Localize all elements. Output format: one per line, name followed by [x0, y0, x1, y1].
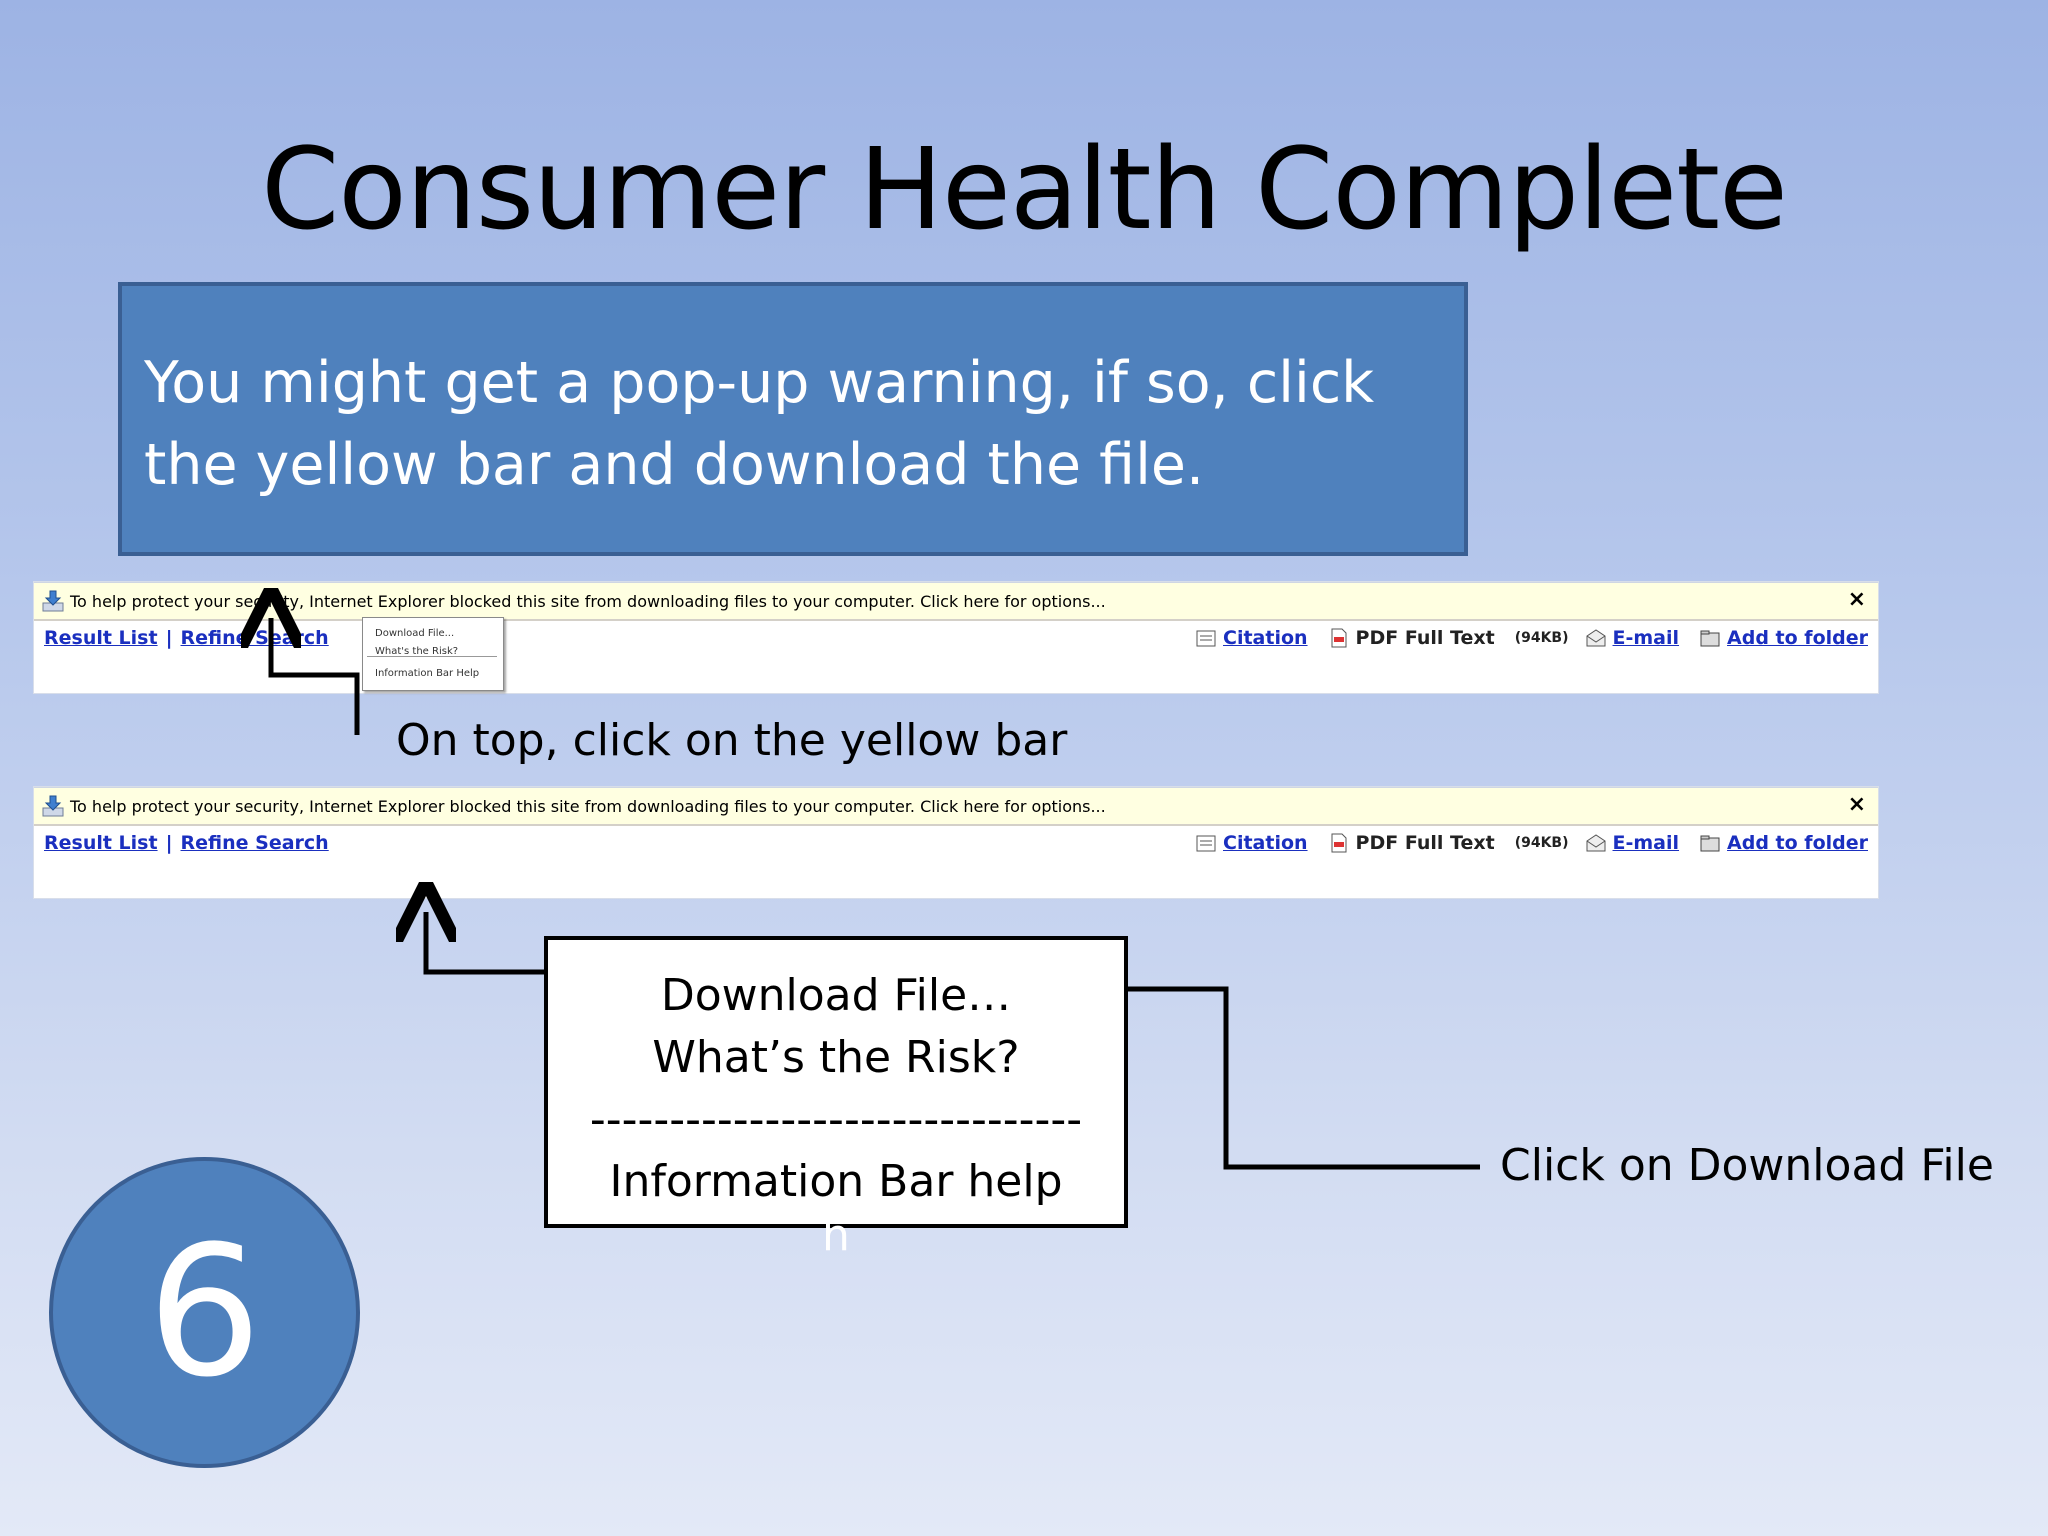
slide-number: 6: [147, 1208, 262, 1417]
instruction-box: You might get a pop-up warning, if so, c…: [118, 282, 1468, 556]
citation-icon: [1195, 627, 1217, 649]
menu-item-whats-the-risk[interactable]: What's the Risk?: [375, 646, 459, 657]
pdf-full-text-label[interactable]: PDF Full Text: [1355, 832, 1495, 854]
folder-icon: [1699, 832, 1721, 854]
slide-title: Consumer Health Complete: [261, 125, 1788, 255]
callout-download-instruction: Click on Download File: [1500, 1140, 1994, 1191]
menu-item-download-file[interactable]: Download File...: [375, 628, 455, 639]
arrow-to-yellow-bar: [271, 618, 360, 735]
callout-top-instruction: On top, click on the yellow bar: [396, 715, 1068, 766]
result-list-link[interactable]: Result List: [44, 832, 158, 854]
download-shield-icon: [40, 793, 66, 819]
citation-icon: [1195, 832, 1217, 854]
refine-search-link[interactable]: Refine Search: [180, 832, 329, 854]
pdf-icon: [1328, 627, 1350, 649]
email-icon: [1585, 832, 1607, 854]
email-link[interactable]: E-mail: [1612, 627, 1680, 649]
info-bar-message: To help protect your security, Internet …: [70, 796, 1106, 816]
option-whats-the-risk: What’s the Risk?: [652, 1032, 1020, 1083]
ie-info-bar[interactable]: To help protect your security, Internet …: [34, 583, 1878, 621]
menu-divider: [367, 656, 497, 657]
instruction-text: You might get a pop-up warning, if so, c…: [144, 350, 1375, 498]
citation-link[interactable]: Citation: [1223, 627, 1308, 649]
slide-number-badge: 6: [49, 1157, 360, 1468]
folder-icon: [1699, 627, 1721, 649]
ie-screenshot-top: To help protect your security, Internet …: [34, 582, 1878, 693]
options-menu-callout: Download File… What’s the Risk? --------…: [544, 936, 1128, 1228]
ie-screenshot-bottom: To help protect your security, Internet …: [34, 787, 1878, 898]
citation-link[interactable]: Citation: [1223, 832, 1308, 854]
email-icon: [1585, 627, 1607, 649]
result-list-link[interactable]: Result List: [44, 627, 158, 649]
option-download-file: Download File…: [660, 970, 1012, 1021]
download-shield-icon: [40, 588, 66, 614]
nav-separator: |: [165, 627, 173, 649]
option-divider: -------------------------------: [589, 1094, 1083, 1145]
ie-info-bar[interactable]: To help protect your security, Internet …: [34, 788, 1878, 826]
pdf-size: (94KB): [1514, 630, 1569, 646]
arrow-to-info-bar: [426, 912, 544, 975]
menu-item-information-bar-help[interactable]: Information Bar Help: [375, 668, 480, 679]
nav-separator: |: [165, 832, 173, 854]
email-link[interactable]: E-mail: [1612, 832, 1680, 854]
info-bar-message: To help protect your security, Internet …: [70, 591, 1106, 611]
result-toolbar: Result List | Refine Search Citation PDF F…: [44, 832, 1868, 862]
close-icon[interactable]: ×: [1847, 587, 1866, 612]
close-icon[interactable]: ×: [1847, 792, 1866, 817]
ie-popup-menu: Download File... What's the Risk? Inform…: [362, 617, 504, 691]
option-information-bar-help: Information Bar help: [609, 1156, 1063, 1207]
add-to-folder-link[interactable]: Add to folder: [1727, 627, 1868, 649]
pdf-full-text-label[interactable]: PDF Full Text: [1355, 627, 1495, 649]
pdf-size: (94KB): [1514, 835, 1569, 851]
stray-letter: h: [822, 1210, 850, 1261]
pdf-icon: [1328, 832, 1350, 854]
add-to-folder-link[interactable]: Add to folder: [1727, 832, 1868, 854]
